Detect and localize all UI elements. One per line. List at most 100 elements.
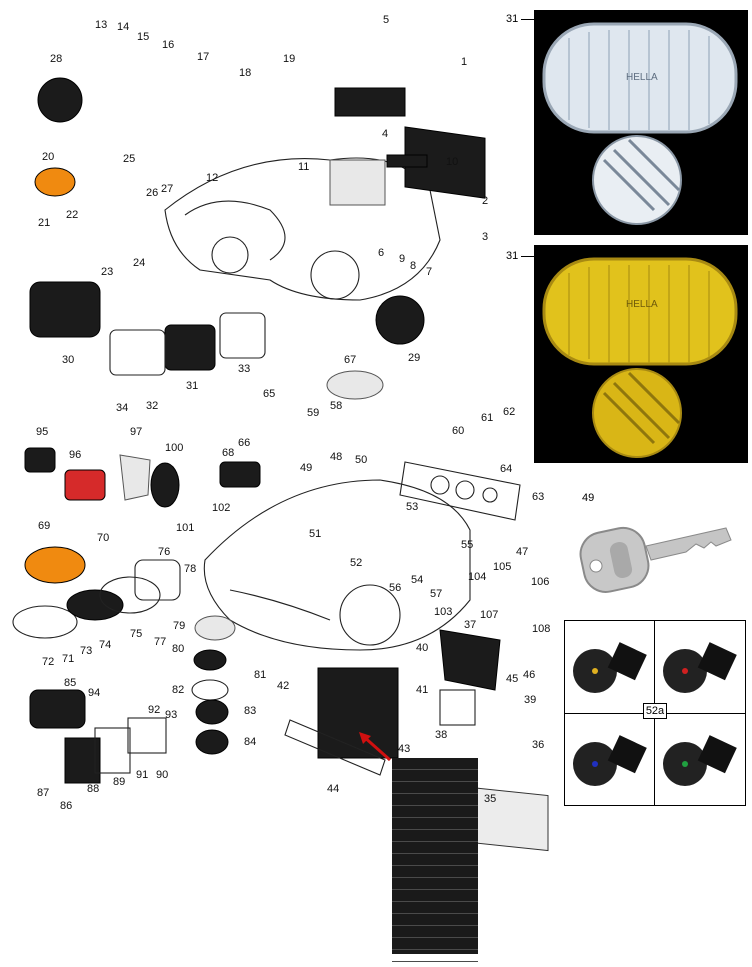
callout: 20: [42, 151, 54, 163]
callout: 2: [482, 195, 488, 207]
callout: 49: [300, 462, 312, 474]
part-80: [193, 649, 227, 671]
fog-lamp-clear-callout: 31: [506, 13, 540, 25]
callout: 82: [172, 684, 184, 696]
part-79: [194, 615, 236, 641]
callout: 81: [254, 669, 266, 681]
callout: 27: [161, 183, 173, 195]
callout: 30: [62, 354, 74, 366]
part-74: [66, 589, 124, 621]
part-battery: [329, 159, 386, 206]
parts-group-top: [29, 77, 486, 400]
callout: 9: [399, 253, 405, 265]
callout: 77: [154, 636, 166, 648]
callout: 64: [500, 463, 512, 475]
knob-blue: [565, 714, 654, 805]
part-29-lamp: [375, 295, 425, 345]
callout: 50: [355, 454, 367, 466]
callout: 67: [344, 354, 356, 366]
fog-clear-label: 31: [506, 13, 519, 25]
callout: 87: [37, 787, 49, 799]
fog-yellow-label: 31: [506, 250, 519, 262]
callout: 10: [446, 156, 458, 168]
callout: 56: [389, 582, 401, 594]
callout: 33: [238, 363, 250, 375]
callout: 66: [238, 437, 250, 449]
callout: 107: [480, 609, 498, 621]
callout: 35: [484, 793, 496, 805]
callout: 43: [398, 743, 410, 755]
callout: 26: [146, 187, 158, 199]
part-88: [64, 737, 101, 784]
callout: 63: [532, 491, 544, 503]
callout: 36: [532, 739, 544, 751]
callout: 88: [87, 783, 99, 795]
part-89: [94, 727, 131, 774]
callout: 69: [38, 520, 50, 532]
callout: 40: [416, 642, 428, 654]
callout: 72: [42, 656, 54, 668]
callout: 62: [503, 406, 515, 418]
callout: 73: [80, 645, 92, 657]
callout: 103: [434, 606, 452, 618]
part-97: [119, 454, 151, 501]
callout: 46: [523, 669, 535, 681]
callout: 105: [493, 561, 511, 573]
part-69-turn: [24, 546, 86, 584]
parts-group-bottom: [12, 447, 549, 852]
lens-brand-text: HELLA: [626, 72, 658, 83]
callout: 106: [531, 576, 549, 588]
part-84: [195, 729, 229, 755]
callout: 22: [66, 209, 78, 221]
part-90: [127, 717, 167, 754]
red-arrow: [359, 732, 391, 762]
callout: 38: [435, 729, 447, 741]
car-outline-bottom: [203, 479, 471, 651]
callout: 25: [123, 153, 135, 165]
callout: 32: [146, 400, 158, 412]
callout: 92: [148, 704, 160, 716]
fuse-box-label-sheet: [392, 758, 478, 962]
callout: 84: [244, 736, 256, 748]
callout: 71: [62, 653, 74, 665]
callout: 6: [378, 247, 384, 259]
callout: 61: [481, 412, 493, 424]
car-outline-top: [164, 157, 441, 301]
knob-yellow: [565, 621, 654, 712]
callout: 53: [406, 501, 418, 513]
callout: 16: [162, 39, 174, 51]
knob-green: [655, 714, 744, 805]
part-71: [12, 605, 78, 639]
part-82: [191, 679, 229, 701]
part-83: [195, 699, 229, 725]
part-30-lamp: [29, 281, 101, 338]
part-38: [439, 689, 476, 726]
callout: 48: [330, 451, 342, 463]
callout: 76: [158, 546, 170, 558]
fog-lamp-clear-graphic: HELLA: [542, 22, 738, 225]
callout: 96: [69, 449, 81, 461]
callout: 75: [130, 628, 142, 640]
part-95: [24, 447, 56, 473]
fog-lamp-yellow-graphic: HELLA: [542, 257, 738, 458]
key-label: 49: [582, 492, 595, 504]
part-terminal-10: [386, 154, 428, 168]
callout: 4: [382, 128, 388, 140]
fog-lamp-clear-photo: HELLA: [534, 10, 748, 235]
part-96-reflector: [64, 469, 106, 501]
callout: 78: [184, 563, 196, 575]
callout: 21: [38, 217, 50, 229]
callout: 104: [468, 571, 486, 583]
callout: 100: [165, 442, 183, 454]
callout: 5: [383, 14, 389, 26]
callout: 44: [327, 783, 339, 795]
part-85: [29, 689, 86, 729]
callout: 31: [186, 380, 198, 392]
callout: 51: [309, 528, 321, 540]
callout: 14: [117, 21, 129, 33]
callout: 3: [482, 231, 488, 243]
callout: 28: [50, 53, 62, 65]
part-42-fuse-box: [317, 667, 399, 759]
callout: 59: [307, 407, 319, 419]
